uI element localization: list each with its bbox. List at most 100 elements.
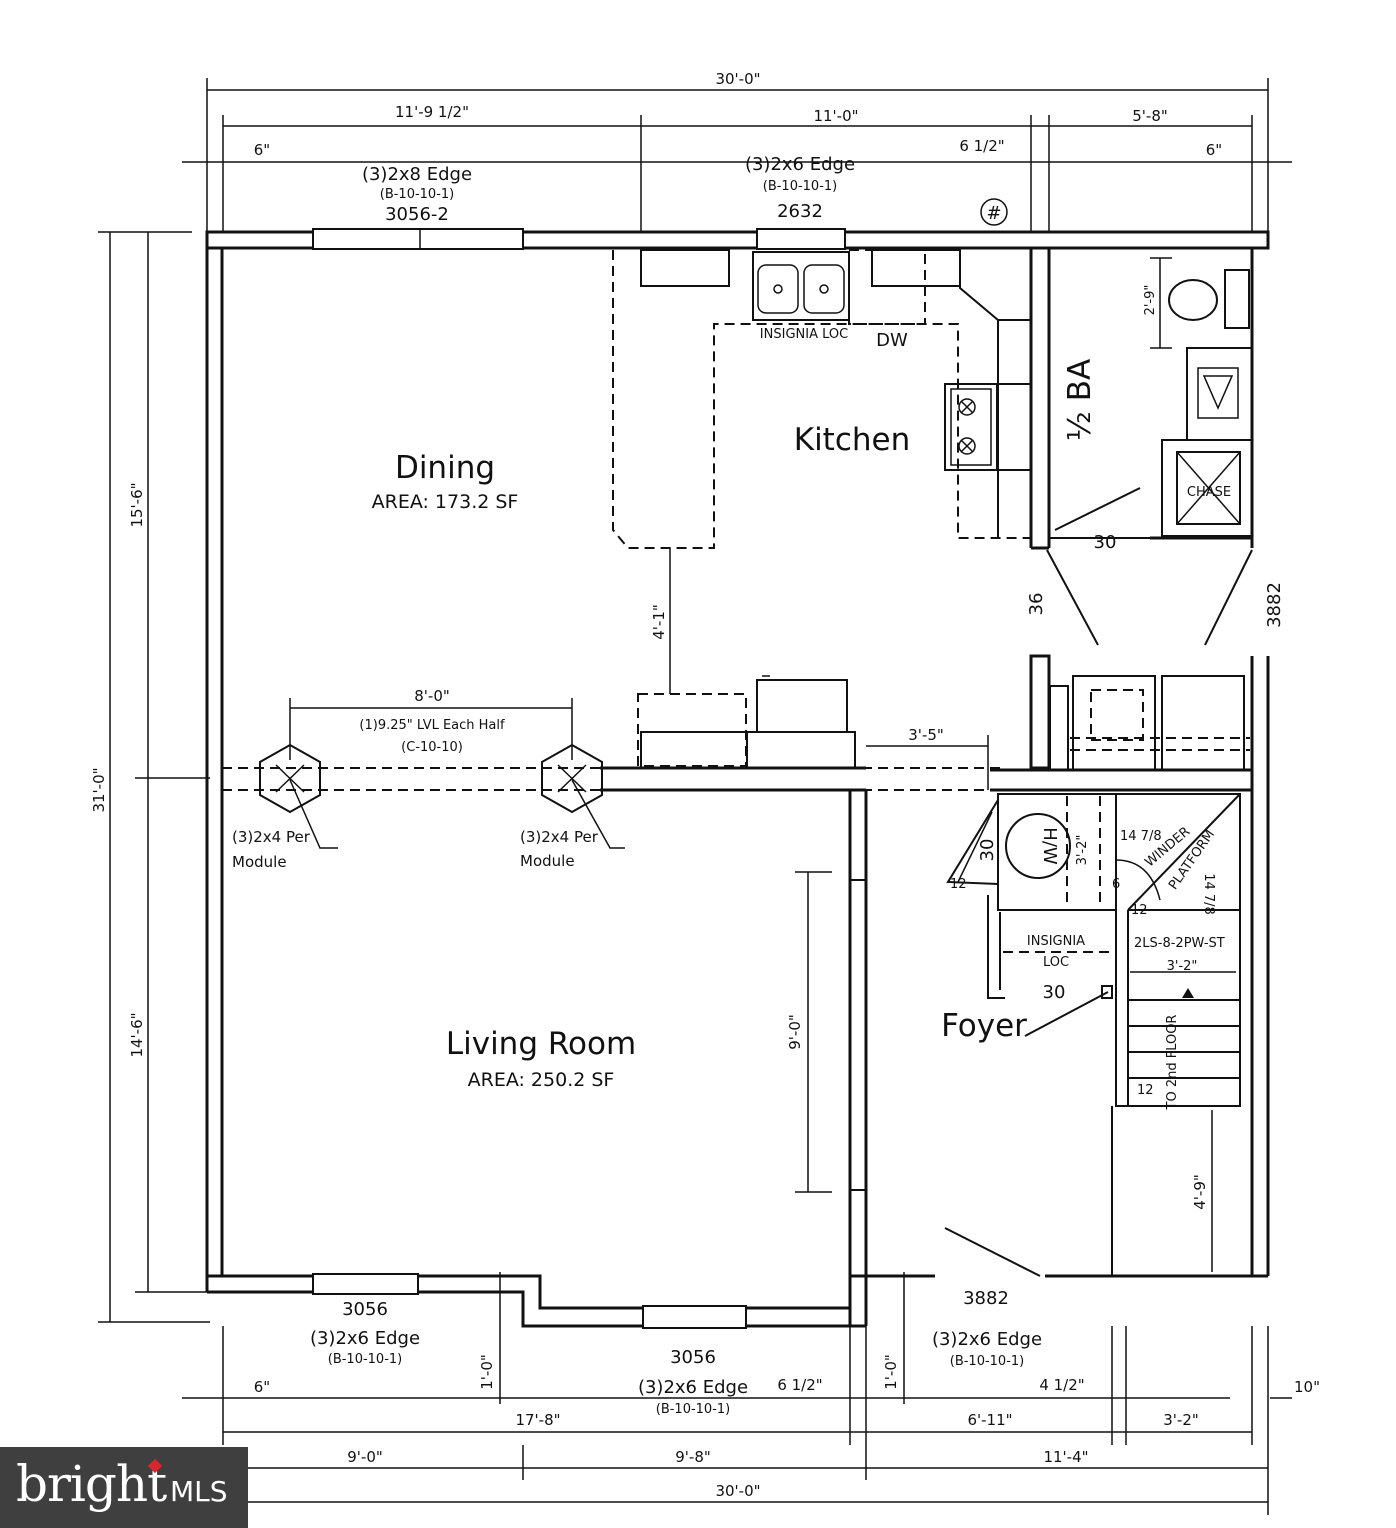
dim-top-2: 11'-0" xyxy=(813,107,858,125)
kitchen-area: INSIGNIA LOC DW 4'-1" xyxy=(612,249,1031,769)
svg-text:12: 12 xyxy=(950,877,967,892)
to-2nd-floor: TO 2nd FLOOR xyxy=(1165,1015,1180,1111)
door-30-foyer: 30 xyxy=(1043,982,1066,1003)
hall-closet xyxy=(1049,675,1250,771)
dim-top-overall: 30'-0" xyxy=(715,70,760,88)
door-3882-right: 3882 xyxy=(1264,582,1285,628)
door-30-hall: 30 xyxy=(977,839,998,862)
dim-bot-11-4: 11'-4" xyxy=(1043,1448,1088,1466)
window-bottom-left-size: 3056 xyxy=(342,1299,388,1320)
dim-top-3: 5'-8" xyxy=(1132,107,1168,125)
dw-label: DW xyxy=(876,330,908,351)
post-left xyxy=(259,743,321,814)
stair-area: H/W 30 12 3'-2" 14 7/8 WINDER PLATFORM 1… xyxy=(944,793,1241,1309)
dim-stair-3-2-a: 3'-2" xyxy=(1075,835,1090,866)
dim-top-off-1: 6" xyxy=(254,141,270,159)
header-top-left-ref: (B-10-10-1) xyxy=(380,187,455,202)
beam-label: (1)9.25" LVL Each Half xyxy=(359,718,505,733)
room-dining: Dining xyxy=(395,450,495,486)
exterior-walls xyxy=(205,230,1270,1328)
room-living-area: AREA: 250.2 SF xyxy=(468,1069,615,1091)
dim-top-off-2: 6 1/2" xyxy=(959,137,1004,155)
dim-bot-overall: 30'-0" xyxy=(715,1482,760,1500)
dim-stair-3-2-b: 3'-2" xyxy=(1167,959,1198,974)
stair-14-7-8: 14 7/8 xyxy=(1120,829,1162,844)
header-bottom-left-ref: (B-10-10-1) xyxy=(328,1352,403,1367)
mate-line-beam: 8'-0" (1)9.25" LVL Each Half (C-10-10) (… xyxy=(222,687,1000,871)
post-right-label-2: Module xyxy=(520,852,575,870)
hw-label: H/W xyxy=(1039,827,1060,865)
header-top-mid: (3)2x6 Edge xyxy=(745,154,855,175)
kitchen-sink xyxy=(752,251,850,321)
vanity xyxy=(1186,347,1253,441)
dishwasher xyxy=(848,249,926,325)
windows xyxy=(312,228,846,1329)
header-top-left: (3)2x8 Edge xyxy=(362,164,472,185)
half-bath-label: ½ BA xyxy=(1062,359,1098,441)
window-bottom-left xyxy=(312,1273,419,1295)
range xyxy=(944,383,998,471)
dim-top-1: 11'-9 1/2" xyxy=(395,103,469,121)
dim-living-9-0: 9'-0" xyxy=(786,1014,804,1050)
chase-label: CHASE xyxy=(1187,485,1231,500)
dim-dining-4-1: 4'-1" xyxy=(650,604,668,640)
top-dimensions: 30'-0" 11'-9 1/2" 11'-0" 5'-8" 6" 6 1/2"… xyxy=(182,70,1292,232)
hash-symbol-circle xyxy=(980,198,1008,226)
dim-bay-1: 1'-0" xyxy=(478,1354,496,1390)
post-right-label-1: (3)2x4 Per xyxy=(520,828,599,846)
dim-top-off-3: 6" xyxy=(1206,141,1222,159)
dim-left-lower: 14'-6" xyxy=(128,1012,146,1057)
door-36: 36 xyxy=(1026,593,1047,616)
dim-bot-9-8: 9'-8" xyxy=(675,1448,711,1466)
door-30-bath: 30 xyxy=(1094,532,1117,553)
dim-bot-off-4: 10" xyxy=(1294,1378,1320,1396)
post-left-label-1: (3)2x4 Per xyxy=(232,828,311,846)
stair-model: 2LS-8-2PW-ST xyxy=(1134,936,1225,951)
room-living: Living Room xyxy=(446,1026,636,1062)
dim-bot-off-3: 4 1/2" xyxy=(1039,1376,1084,1394)
insignia-loc-2b: LOC xyxy=(1043,955,1069,970)
stair-12a: 12 xyxy=(1131,903,1148,918)
window-top-left-size: 3056-2 xyxy=(385,204,449,225)
room-dining-area: AREA: 173.2 SF xyxy=(372,491,519,513)
half-bath: 2'-9" CHASE ½ BA 30 36 3882 xyxy=(1026,257,1285,628)
stair-6: 6 xyxy=(1112,877,1120,892)
bottom-dimensions: 3056 (3)2x6 Edge (B-10-10-1) 3056 (3)2x6… xyxy=(182,1272,1320,1515)
dim-bot-3-2: 3'-2" xyxy=(1163,1411,1199,1429)
door-3882-bottom: 3882 xyxy=(963,1288,1009,1309)
beam-ref: (C-10-10) xyxy=(401,740,463,755)
insignia-loc-2: INSIGNIA xyxy=(1027,934,1085,949)
header-bottom-right-ref: (B-10-10-1) xyxy=(950,1354,1025,1369)
header-top-mid-ref: (B-10-10-1) xyxy=(763,179,838,194)
room-kitchen: Kitchen xyxy=(794,422,911,458)
chase xyxy=(1161,439,1253,537)
dim-bay-2: 1'-0" xyxy=(882,1354,900,1390)
header-bottom-right: (3)2x6 Edge xyxy=(932,1329,1042,1350)
dim-bot-off-1: 6" xyxy=(254,1378,270,1396)
window-top-mid xyxy=(756,228,846,250)
stair-14-7-8-b: 14 7/8 xyxy=(1201,873,1216,915)
dim-stair-4-9: 4'-9" xyxy=(1191,1174,1209,1210)
dim-bot-17-8: 17'-8" xyxy=(515,1411,560,1429)
stair-12b: 12 xyxy=(1137,1083,1154,1098)
toilet xyxy=(1168,279,1218,321)
window-top-mid-size: 2632 xyxy=(777,201,823,222)
left-dimensions: 31'-0" 15'-6" 14'-6" xyxy=(90,231,210,1323)
header-bottom-left: (3)2x6 Edge xyxy=(310,1328,420,1349)
bright-mls-logo: bright MLS xyxy=(0,1447,248,1528)
dim-bot-9-0: 9'-0" xyxy=(347,1448,383,1466)
dim-bot-6-11: 6'-11" xyxy=(967,1411,1012,1429)
hash-symbol: # xyxy=(986,203,1001,224)
room-labels: Dining AREA: 173.2 SF Kitchen Living Roo… xyxy=(372,422,1028,1091)
dim-left-overall: 31'-0" xyxy=(90,767,108,812)
post-right xyxy=(541,743,603,814)
logo-suffix: MLS xyxy=(170,1475,228,1508)
dim-beam-span: 8'-0" xyxy=(414,687,450,705)
water-heater xyxy=(1005,813,1071,879)
dim-bot-off-2: 6 1/2" xyxy=(777,1376,822,1394)
window-top-left xyxy=(312,228,524,250)
dim-left-upper: 15'-6" xyxy=(128,482,146,527)
window-bottom-mid-size: 3056 xyxy=(670,1347,716,1368)
living-dim: 9'-0" xyxy=(786,871,832,1193)
dim-bath-h: 2'-9" xyxy=(1143,285,1158,316)
